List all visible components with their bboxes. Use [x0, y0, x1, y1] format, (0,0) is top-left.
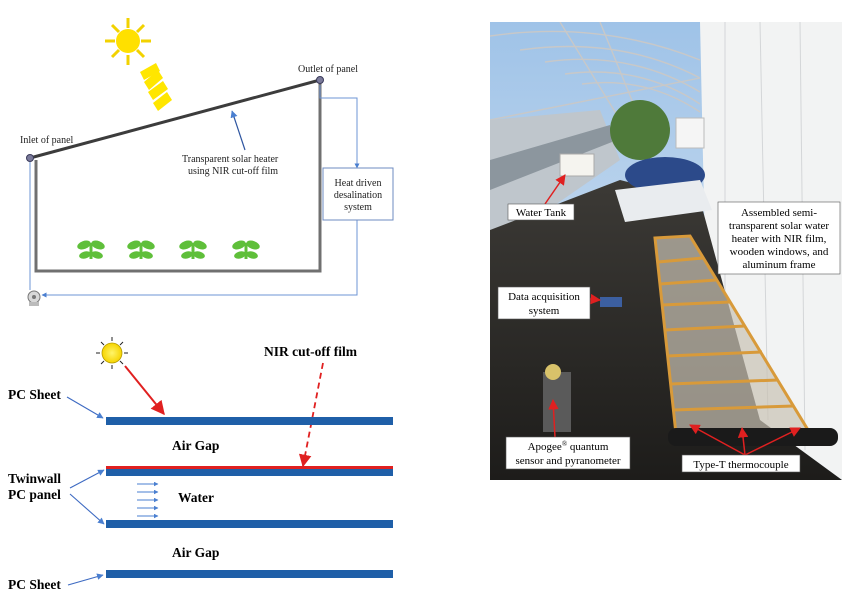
outlet-port [316, 76, 324, 84]
assembled-line2: transparent solar water [729, 220, 830, 232]
desal-line2: desalination [334, 190, 382, 201]
plants [77, 240, 260, 259]
solar-heater-roof [29, 78, 321, 160]
nir-film-pointer [298, 362, 324, 468]
air-gap-bottom-label: Air Gap [172, 545, 219, 560]
desal-line3: system [344, 202, 372, 213]
plant-icon [127, 240, 155, 259]
assembled-label-box [717, 201, 841, 275]
plant-icon [232, 240, 260, 259]
air-gap-top-label: Air Gap [172, 438, 219, 453]
water-tank-label-box [507, 203, 575, 221]
greenhouse-roof-frame [490, 22, 701, 121]
greenhouse-diagram: Outlet of panel Inlet of panel Transpare… [20, 18, 394, 306]
daq-label-box [497, 286, 591, 320]
experiment-photo: Water Tank Assembled semi- transparent s… [490, 22, 842, 480]
daq-label-line2: system [529, 305, 560, 317]
label-pointers [66, 396, 105, 586]
inlet-port [26, 154, 34, 162]
pc-sheet-top [106, 417, 393, 425]
fan-unit [675, 117, 705, 149]
white-bench [615, 180, 712, 222]
pc-sheet-bottom [106, 570, 393, 578]
twinwall-label-line1: Twinwall [8, 471, 61, 486]
pc-sheet-bottom-label: PC Sheet [8, 577, 61, 592]
assembled-line1: Assembled semi- [741, 207, 817, 219]
pump-icon [27, 290, 41, 306]
background-plants [610, 100, 670, 160]
daq-label-line1: Data acquisition [508, 291, 580, 303]
sunlight-chevron-icon [140, 63, 172, 111]
pc-sheet-top-label: PC Sheet [8, 387, 61, 402]
apogee-label-box [505, 436, 631, 470]
sunlight-arrow [124, 365, 165, 416]
greenhouse-outline [34, 79, 322, 273]
twinwall-upper [106, 469, 393, 476]
desalination-box [322, 167, 394, 221]
inlet-label: Inlet of panel [20, 135, 74, 146]
assembled-line5: aluminum frame [742, 259, 815, 271]
apogee-label-line1: Apogee® quantum [528, 440, 609, 453]
thermocouple-label-box [681, 454, 801, 473]
desal-line1: Heat driven [335, 178, 382, 189]
assembled-line4: wooden windows, and [730, 246, 829, 258]
nir-film-label: NIR cut-off film [264, 344, 358, 359]
sun-icon [96, 337, 128, 369]
water-label: Water [178, 490, 214, 505]
water-tank-label: Water Tank [516, 207, 567, 219]
water-tank [559, 153, 595, 177]
twinwall-lower [106, 520, 393, 528]
sensor-head [545, 364, 561, 380]
apogee-label-line2: sensor and pyranometer [515, 455, 620, 467]
water-flow-arrows [137, 481, 159, 519]
daq-box [600, 297, 622, 307]
heater-label-line2: using NIR cut-off film [188, 166, 278, 177]
cross-section-diagram: NIR cut-off film PC Sheet Air Gap Twinwa… [8, 337, 393, 592]
plant-icon [179, 240, 207, 259]
heater-label-line1: Transparent solar heater [182, 154, 279, 165]
plant-icon [77, 240, 105, 259]
sun-icon [105, 18, 151, 65]
thermocouple-label: Type-T thermocouple [693, 459, 788, 471]
twinwall-label-line2: PC panel [8, 487, 61, 502]
outlet-label: Outlet of panel [298, 64, 358, 75]
assembled-line3: heater with NIR film, [732, 233, 827, 245]
sensor-stand [543, 372, 571, 432]
nir-film [106, 466, 393, 469]
heater-pointer [230, 110, 246, 151]
piping [29, 85, 360, 298]
